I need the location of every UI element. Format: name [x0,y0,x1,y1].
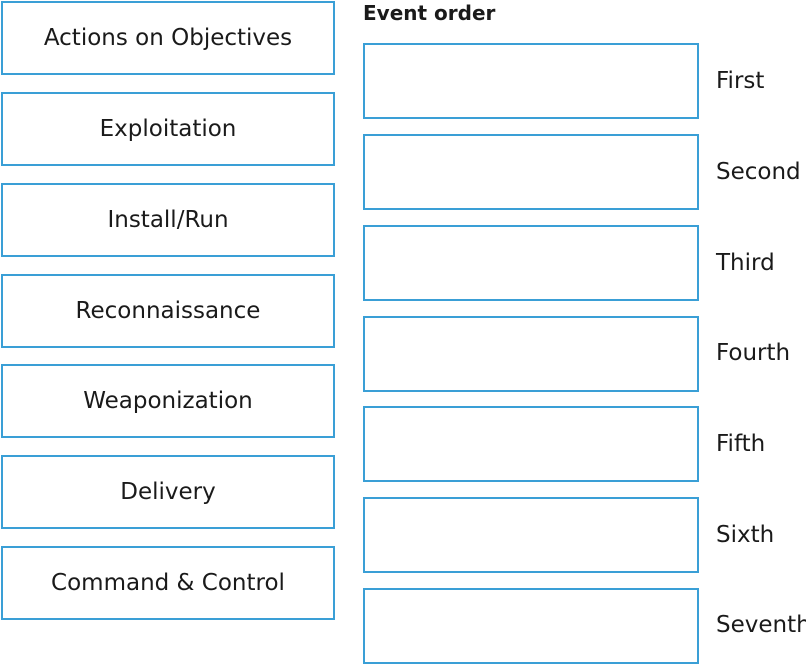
drop-slot-sixth[interactable] [363,497,699,573]
drop-slot-fifth[interactable] [363,406,699,482]
drop-slot-first[interactable] [363,43,699,119]
source-item-install-run[interactable]: Install/Run [1,183,335,257]
slot-label-second: Second [716,159,801,185]
source-item-actions-on-objectives[interactable]: Actions on Objectives [1,1,335,75]
slot-label-first: First [716,68,765,94]
slot-label-fourth: Fourth [716,340,791,366]
source-item-exploitation[interactable]: Exploitation [1,92,335,166]
drop-slot-seventh[interactable] [363,588,699,664]
source-item-delivery[interactable]: Delivery [1,455,335,529]
slot-label-fifth: Fifth [716,431,766,457]
event-order-header: Event order [363,1,496,25]
source-item-reconnaissance[interactable]: Reconnaissance [1,274,335,348]
source-item-weaponization[interactable]: Weaponization [1,364,335,438]
drop-slot-fourth[interactable] [363,316,699,392]
slot-label-seventh: Seventh [716,612,806,638]
drop-slot-third[interactable] [363,225,699,301]
slot-label-third: Third [716,250,775,276]
slot-label-sixth: Sixth [716,522,775,548]
drop-slot-second[interactable] [363,134,699,210]
source-item-command-control[interactable]: Command & Control [1,546,335,620]
